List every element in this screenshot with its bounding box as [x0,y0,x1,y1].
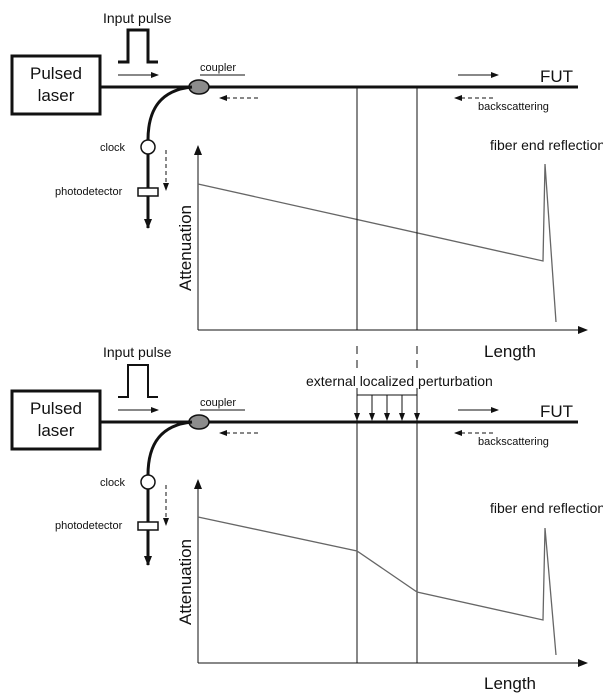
laser-label-line1: Pulsed [30,64,82,83]
photodetector-label: photodetector [55,520,123,532]
input-pulse-label: Input pulse [103,10,172,26]
fiber-end-label: fiber end reflection [490,137,603,153]
y-axis-label: Attenuation [176,539,195,625]
perturbation-label: external localized perturbation [306,373,493,389]
pulsed-laser-box [10,54,102,116]
perturbation-arrows [354,394,420,421]
fut-label: FUT [540,402,573,421]
input-pulse-label: Input pulse [103,344,172,360]
clock-label: clock [100,477,126,489]
panel-2: Input pulse external localized perturbat… [10,344,603,693]
coupler-label: coupler [200,62,236,74]
perturbation-guides [356,87,418,663]
clock-label: clock [100,142,126,154]
detector-branch [144,420,193,566]
y-axis-label: Attenuation [176,205,195,291]
fiber-end-label: fiber end reflection [490,500,603,516]
x-axis-label: Length [484,342,536,361]
clock-icon [140,139,156,155]
laser-label-line2: laser [38,421,75,440]
clock-icon [140,474,156,490]
photodetector-icon [137,521,159,531]
laser-label-line1: Pulsed [30,399,82,418]
fut-label: FUT [540,67,573,86]
attenuation-trace [197,163,557,323]
backscattering-label: backscattering [478,101,549,113]
x-axis-label: Length [484,674,536,693]
pulsed-laser-box [10,389,102,451]
photodetector-icon [137,187,159,197]
panel-1: Input pulse Pulsed laser coupler FUT bac… [10,10,603,361]
input-pulse-shape [118,28,158,64]
attenuation-trace [197,516,557,656]
photodetector-label: photodetector [55,186,123,198]
input-pulse-shape [118,364,158,398]
backscattering-label: backscattering [478,436,549,448]
detector-branch [144,85,193,229]
laser-label-line2: laser [38,86,75,105]
coupler-label: coupler [200,397,236,409]
